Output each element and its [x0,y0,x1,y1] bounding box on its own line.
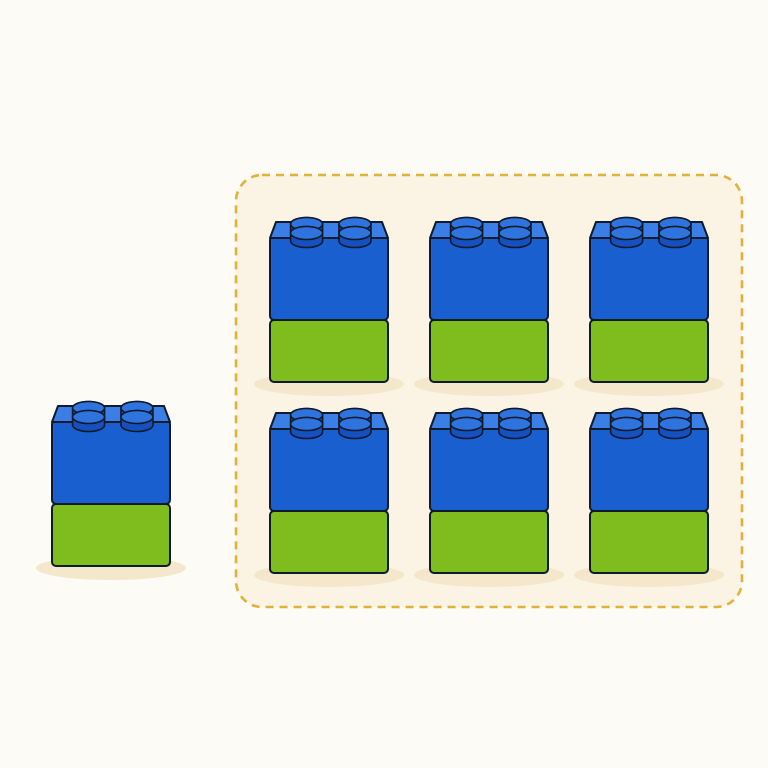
grouped-brick-stack [254,216,404,396]
stud-top [449,416,484,432]
green-brick [269,510,389,574]
stud-top [71,409,106,425]
grouped-brick-stack [574,216,724,396]
grouped-brick-stack [254,407,404,587]
blue-brick [429,235,549,321]
stud-top [658,416,692,432]
grouped-brick-stack [414,216,564,396]
stud-top [609,225,644,241]
grouped-brick-stack [414,407,564,587]
green-brick [429,319,549,383]
grouped-brick-stack [574,407,724,587]
blue-brick [51,419,171,505]
stud-top [289,416,324,432]
blue-brick [269,235,389,321]
blue-brick [589,235,709,321]
stud-top [338,225,372,241]
green-brick [429,510,549,574]
stud-top [120,409,154,425]
stud-top [498,225,532,241]
stud-top [658,225,692,241]
blue-brick [429,426,549,512]
blue-brick [269,426,389,512]
green-brick [51,503,171,567]
green-brick [589,510,709,574]
stud-top [498,416,532,432]
green-brick [269,319,389,383]
blue-brick [589,426,709,512]
stud-top [289,225,324,241]
stud-top [338,416,372,432]
brick-stacks [36,216,724,587]
stud-top [449,225,484,241]
loose-brick-stack [36,400,186,580]
stud-top [609,416,644,432]
green-brick [589,319,709,383]
